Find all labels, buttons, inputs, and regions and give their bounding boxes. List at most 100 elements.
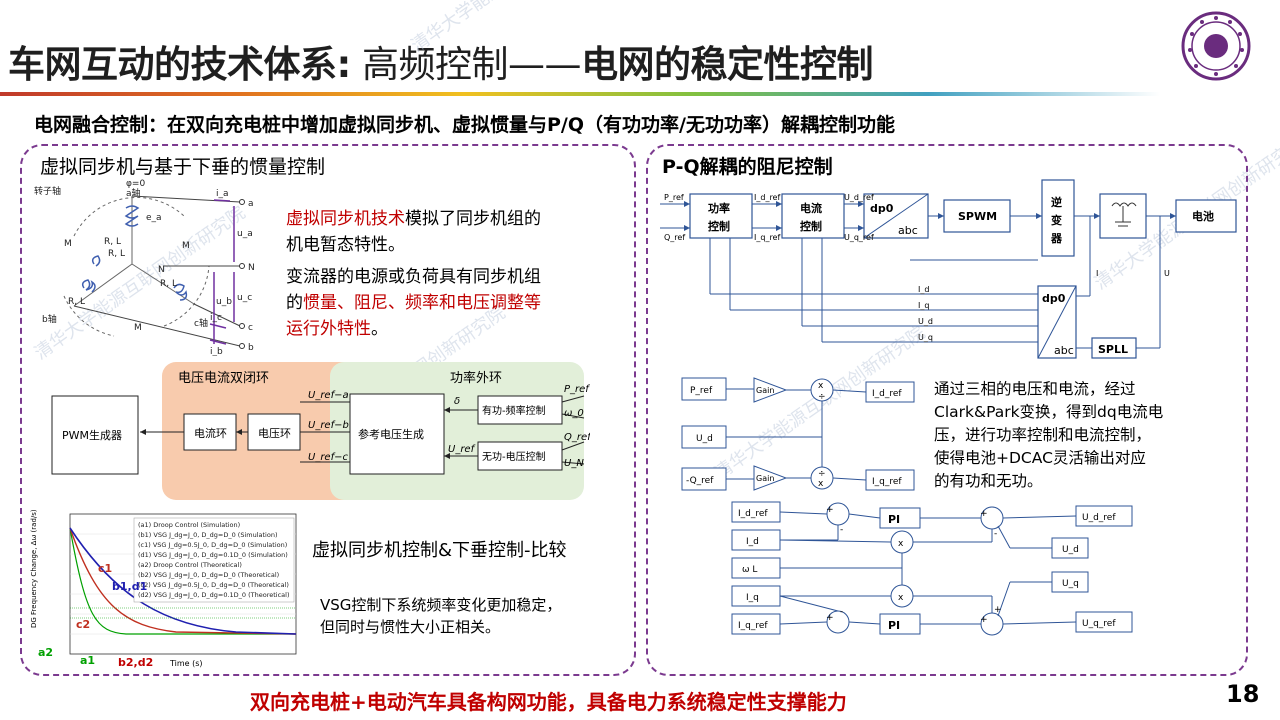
sum1-plus: + — [826, 505, 834, 515]
sum1-minus: - — [840, 525, 843, 535]
rl-label-2: R, L — [108, 249, 125, 259]
ref-voltage-block — [349, 393, 445, 475]
qref-input-label: Q_ref — [564, 432, 590, 443]
spwm-label: SPWM — [958, 210, 997, 223]
filter-icon — [1111, 202, 1137, 227]
sum4-plus: + — [980, 615, 988, 625]
chart-x-axis-label: Time (s) — [169, 659, 203, 668]
pq-desc-line-2: Clark&Park变换，得到dq电流电 — [934, 403, 1164, 421]
uqref-output-text: U_q_ref — [1082, 619, 1116, 629]
idref-top-label: I_d_ref — [754, 193, 780, 202]
uref-a-label: U_ref−a — [308, 390, 349, 401]
qref-top-label: Q_ref — [664, 233, 685, 242]
sum4-plus-2: + — [994, 605, 1002, 615]
slide-title: 车网互动的技术体系: 高频控制——电网的稳定性控制 — [8, 34, 874, 88]
pf-control-block — [477, 395, 563, 425]
omega-l-text: ω L — [742, 565, 757, 575]
current-control-label-1: 电流 — [800, 201, 822, 215]
footer-conclusion: 双向充电桩+电动汽车具备构网功能，具备电力系统稳定性支撑能力 — [250, 690, 847, 714]
page-number: 18 — [1226, 680, 1260, 708]
uref-b-label: U_ref−b — [308, 420, 349, 431]
vsg-desc-line-3: 变流器的电源或负荷具有同步机组 — [286, 267, 541, 287]
pq-desc-line-5: 的有功和无功。 — [934, 472, 1043, 490]
ib-label: i_b — [210, 347, 223, 356]
droop-curve — [69, 527, 296, 635]
ud-input-text: U_d — [696, 434, 713, 444]
curve-label-b1d1: b1,d1 — [112, 580, 147, 593]
ea-label: e_a — [146, 213, 162, 223]
mult-sign-p: x — [818, 381, 824, 391]
battery-label: 电池 — [1192, 209, 1214, 223]
damping-control-diagram: P_ref U_d -Q_ref Gain Gain x ÷ ÷ x I_d_r… — [681, 377, 1133, 636]
inverter-block — [1041, 179, 1075, 257]
pref-input-text: P_ref — [690, 386, 713, 396]
watermark-text-5: 清华大学能源互联网创新研究院 — [408, 0, 626, 57]
vsg-desc-line-2: 机电暂态特性。 — [286, 235, 405, 255]
vsg-c-curve — [69, 527, 297, 635]
node-n: N — [248, 263, 255, 273]
uref-c-label: U_ref−c — [308, 452, 348, 463]
curve-label-c1: c1 — [98, 562, 112, 575]
vsg-description: 虚拟同步机技术模拟了同步机组的 机电暂态特性。 变流器的电源或负荷具有同步机组 … — [286, 206, 622, 342]
legend-b1: (b1) VSG J_dg=J_0, D_dg=D_0 (Simulation) — [138, 531, 277, 539]
legend-c1: (c1) VSG J_dg=0.5J_0, D_dg=D_0 (Simulati… — [138, 541, 287, 549]
dp0-label-bottom: dp0 — [1042, 292, 1066, 305]
curve-label-a2: a2 — [38, 646, 53, 659]
mult-sign-q: x — [818, 479, 824, 489]
vsg-desc-4-prefix: 的 — [286, 293, 303, 313]
pi-q-text: PI — [888, 619, 900, 632]
iqref-output-text: I_q_ref — [872, 477, 902, 487]
div-sign-p: ÷ — [818, 392, 826, 402]
vsg-desc-line-4: 的惯量、阻尼、频率和电压调整等 — [286, 290, 622, 316]
spll-label: SPLL — [1098, 343, 1128, 356]
left-panel-title: 虚拟同步机与基于下垂的惯量控制 — [40, 156, 326, 178]
university-logo — [1181, 11, 1251, 81]
id-input-text: I_d — [746, 537, 759, 547]
vsg-desc-1-rest: 模拟了同步机组的 — [405, 209, 541, 229]
right-panel-title: P-Q解耦的阻尼控制 — [662, 152, 833, 179]
curve-label-c2: c2 — [76, 618, 90, 631]
legend-d1: (d1) VSG J_dg=J_0, D_dg=0.1D_0 (Simulati… — [138, 551, 288, 559]
mutual-m-2: M — [64, 239, 72, 249]
current-i-label: I — [1096, 269, 1098, 278]
iq-input-text: I_q — [746, 593, 759, 603]
idref-output-text: I_d_ref — [872, 389, 902, 399]
ud-feedback-label: U_d — [918, 317, 933, 326]
legend-a1: (a1) Droop Control (Simulation) — [138, 521, 240, 529]
vsg-note-line-2: 但同时与惯性大小正相关。 — [320, 618, 501, 636]
id-feedback-label: I_d — [918, 285, 929, 294]
node-b: b — [248, 343, 254, 353]
legend-d2: (d2) VSG J_dg=J_0, D_dg=0.1D_0 (Theoreti… — [138, 591, 290, 599]
title-part-3: 电网的稳定性控制 — [581, 43, 874, 86]
sync-machine-diagram: φ=0 a轴 转子轴 b轴 c轴 M M M R, L R, L R, L R,… — [34, 179, 255, 356]
omega0-input-label: ω_0 — [564, 408, 584, 419]
iq-feedback-label: I_q — [918, 301, 929, 310]
iqref-input-text: I_q_ref — [738, 621, 768, 631]
legend-c2: (c2) VSG J_dg=0.5J_0, D_dg=D_0 (Theoreti… — [138, 581, 289, 589]
vsg-desc-5-end: 。 — [371, 319, 388, 339]
delta-label: δ — [454, 396, 460, 407]
gain-block-q — [753, 465, 788, 491]
vsg-desc-line-1: 虚拟同步机技术模拟了同步机组的 — [286, 206, 622, 232]
dp0-label-top: dp0 — [870, 202, 894, 215]
current-control-block — [781, 193, 845, 239]
compare-title: 虚拟同步机控制&下垂控制-比较 — [312, 540, 567, 561]
vsg-features-highlight-2: 运行外特性 — [286, 319, 371, 339]
b-axis-label: b轴 — [42, 313, 57, 325]
chart-y-axis-label: DG Frequency Change, Δω (rad/s) — [30, 509, 38, 628]
voltage-loop-block — [247, 413, 301, 451]
pref-top-label: P_ref — [664, 193, 684, 202]
inverter-label-3: 器 — [1050, 232, 1063, 245]
curve-label-a1: a1 — [80, 654, 95, 667]
pf-control-label: 有功-频率控制 — [482, 404, 546, 417]
subtitle: 电网融合控制：在双向充电桩中增加虚拟同步机、虚拟惯量与P/Q（有功功率/无功功率… — [34, 114, 895, 136]
current-loop-label: 电流环 — [194, 426, 227, 440]
power-control-block — [689, 193, 753, 239]
a-axis-label: a轴 — [126, 187, 141, 199]
legend-a2: (a2) Droop Control (Theoretical) — [138, 561, 242, 569]
un-input-label: U_N — [564, 458, 584, 469]
pq-desc-line-1: 通过三相的电压和电流，经过 — [934, 380, 1136, 398]
ref-voltage-label: 参考电压生成 — [358, 427, 424, 441]
battery-block — [1175, 199, 1237, 233]
legend-b2: (b2) VSG J_dg=J_0, D_dg=D_0 (Theoretical… — [138, 571, 279, 579]
